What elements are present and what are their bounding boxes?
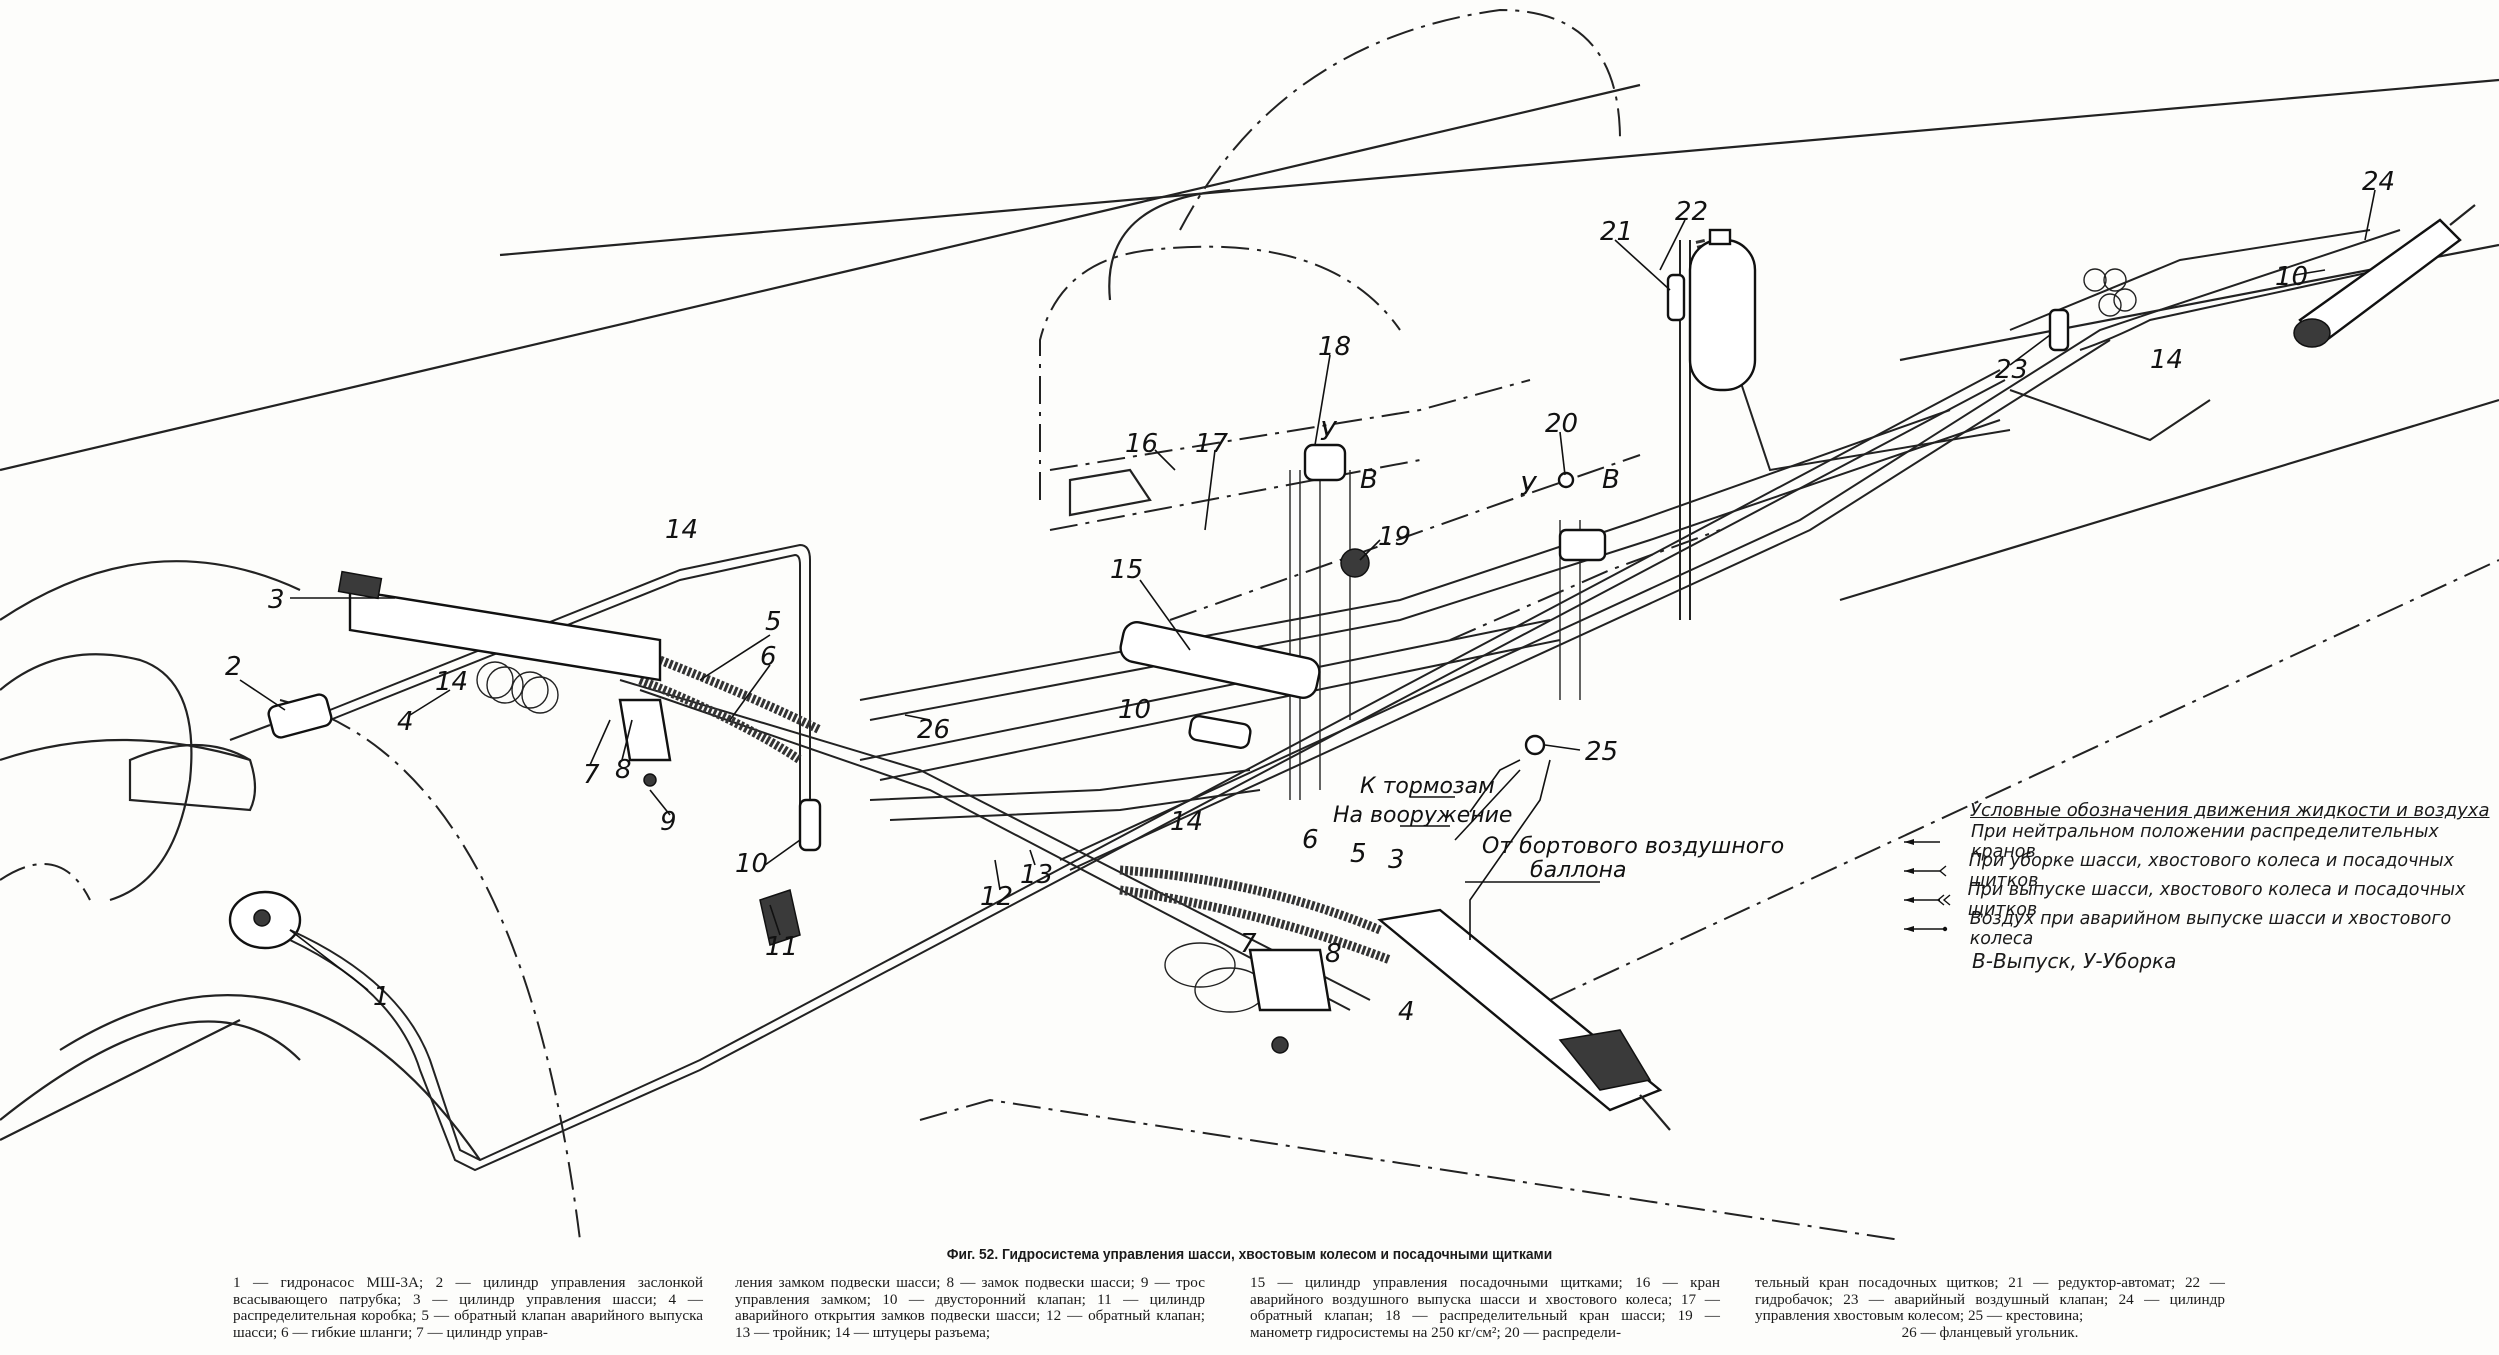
valve20-extend-mark: В — [1602, 465, 1620, 495]
legend-label: При нейтральном положении распределитель… — [1970, 821, 2439, 862]
flow-legend: Условные обозначения движения жидкости и… — [1900, 800, 2499, 973]
engine-cowling — [0, 653, 581, 1240]
callout-8b: 8 — [1325, 939, 1342, 969]
hydraulic-tank-22 — [1688, 228, 1757, 392]
legend-item: При нейтральном положении распределитель… — [1900, 822, 2499, 862]
caption-column-1: 1 — гидронасос МШ-3А; 2 — цилиндр управл… — [233, 1274, 703, 1341]
callout-3: 3 — [268, 585, 285, 615]
fuselage-outline — [0, 78, 2499, 1240]
to-brakes-note: К тормозам — [1360, 774, 1495, 799]
callout-10a: 10 — [735, 849, 768, 879]
leader-lines — [239, 189, 2376, 991]
pressure-reducer-21 — [1666, 273, 1686, 322]
from-air-bottle-note-1: От бортового воздушного — [1482, 834, 1784, 859]
callout-10c: 10 — [2275, 262, 2308, 292]
callout-8: 8 — [615, 755, 632, 785]
valve18-extend-mark: В — [1360, 465, 1378, 495]
chassis-distributor-valve-18 — [1303, 443, 1347, 482]
legend-label: При уборке шасси, хвостового колеса и по… — [1968, 850, 2455, 891]
landing-gear-cylinder-right — [1377, 908, 1671, 1131]
callout-4: 4 — [397, 707, 414, 737]
caption-text: 26 — фланцевый угольник. — [1901, 1323, 2079, 1341]
caption-text: ления замком подвески шасси; 8 — замок п… — [735, 1274, 1205, 1341]
callout-23: 23 — [1995, 355, 2028, 385]
callout-11: 11 — [765, 932, 798, 962]
valve20-retract-mark: У — [1520, 472, 1538, 502]
arrow-dot-tail-icon — [1900, 923, 1960, 935]
pipelines — [289, 229, 2401, 1172]
legend-footnote: В-Выпуск, У-Уборка — [1972, 949, 2177, 973]
callout-21: 21 — [1600, 217, 1633, 247]
callout-6b: 6 — [1302, 825, 1319, 855]
distribution-box-coils-right — [1164, 942, 1332, 1054]
annotations: К тормозам На вооружение От бортового во… — [1333, 774, 1784, 883]
callout-16: 16 — [1125, 429, 1158, 459]
arrow-double-feather-icon — [1900, 893, 1958, 906]
callout-6: 6 — [760, 642, 777, 672]
callout-labels: 1 2 3 3 4 4 5 5 6 6 7 7 8 8 9 10 10 10 1… — [225, 167, 2395, 1027]
legend-item: При выпуске шасси, хвостового колеса и п… — [1900, 880, 2499, 920]
callout-24: 24 — [2362, 167, 2395, 197]
callout-25: 25 — [1585, 737, 1618, 767]
legend-label: Воздух при аварийном выпуске шасси и хво… — [1969, 908, 2452, 949]
callout-7b: 7 — [1240, 929, 1257, 959]
callout-20: 20 — [1545, 409, 1578, 439]
callout-14b: 14 — [435, 667, 468, 697]
emergency-air-valve-23 — [2048, 308, 2070, 352]
arrow-single-feather-icon — [1900, 864, 1959, 877]
pressure-gauge-19 — [1340, 548, 1370, 578]
distribution-box-coils-left — [476, 661, 559, 714]
callout-18: 18 — [1318, 332, 1351, 362]
callout-19: 19 — [1378, 522, 1411, 552]
callout-9: 9 — [660, 807, 677, 837]
landing-gear-cylinder-left — [337, 570, 662, 682]
flap-distributor-valve-20 — [1557, 471, 1607, 562]
caption-column-4: тельный кран посадочных щитков; 21 — ред… — [1755, 1274, 2225, 1341]
gear-lock-left — [618, 698, 672, 787]
valve18-retract-mark: У — [1320, 417, 1338, 447]
caption-column-3: 15 — цилиндр управления посадочными щитк… — [1250, 1274, 1720, 1341]
caption-text: 15 — цилиндр управления посадочными щитк… — [1250, 1274, 1720, 1341]
callout-2: 2 — [225, 652, 242, 682]
callout-1: 1 — [373, 982, 390, 1012]
cockpit-canopy — [1039, 8, 1721, 641]
callout-5: 5 — [765, 607, 782, 637]
callout-4b: 4 — [1398, 997, 1415, 1027]
callout-10b: 10 — [1118, 695, 1151, 725]
caption-text: 1 — гидронасос МШ-3А; 2 — цилиндр управл… — [233, 1274, 703, 1341]
flap-cylinder-15 — [1119, 621, 1321, 749]
tail-coils — [2083, 268, 2137, 317]
caption-text: тельный кран посадочных щитков; 21 — ред… — [1755, 1274, 2225, 1324]
intake-flap-cylinder — [229, 693, 333, 742]
emergency-cylinder-11 — [759, 798, 822, 946]
callout-13: 13 — [1020, 860, 1053, 890]
to-armament-note: На вооружение — [1333, 803, 1512, 828]
callout-12: 12 — [980, 882, 1013, 912]
callout-3b: 3 — [1388, 845, 1405, 875]
plain-arrow-icon — [1900, 836, 1961, 848]
figure-title: Фиг. 52. Гидросистема управления шасси, … — [946, 1247, 1553, 1263]
callout-14c: 14 — [1170, 807, 1203, 837]
callout-14a: 14 — [665, 515, 698, 545]
from-air-bottle-note-2: баллона — [1530, 858, 1627, 883]
callout-17: 17 — [1195, 429, 1229, 459]
callout-22: 22 — [1675, 197, 1708, 227]
caption-column-2: ления замком подвески шасси; 8 — замок п… — [735, 1274, 1205, 1341]
legend-label: При выпуске шасси, хвостового колеса и п… — [1967, 879, 2466, 920]
callout-14d: 14 — [2150, 345, 2183, 375]
legend-title: Условные обозначения движения жидкости и… — [1970, 800, 2490, 821]
legend-item: Воздух при аварийном выпуске шасси и хво… — [1900, 909, 2499, 949]
hydraulic-system-diagram: 1 2 3 3 4 4 5 5 6 6 7 7 8 8 9 10 10 10 1… — [0, 8, 2499, 1240]
legend-item: При уборке шасси, хвостового колеса и по… — [1900, 851, 2499, 891]
callout-26: 26 — [917, 715, 950, 745]
crosspiece-25 — [1524, 734, 1546, 756]
callout-15: 15 — [1110, 555, 1143, 585]
callout-7: 7 — [583, 760, 600, 790]
callout-5b: 5 — [1350, 839, 1367, 869]
tailwheel-cylinder-24 — [2293, 204, 2476, 348]
